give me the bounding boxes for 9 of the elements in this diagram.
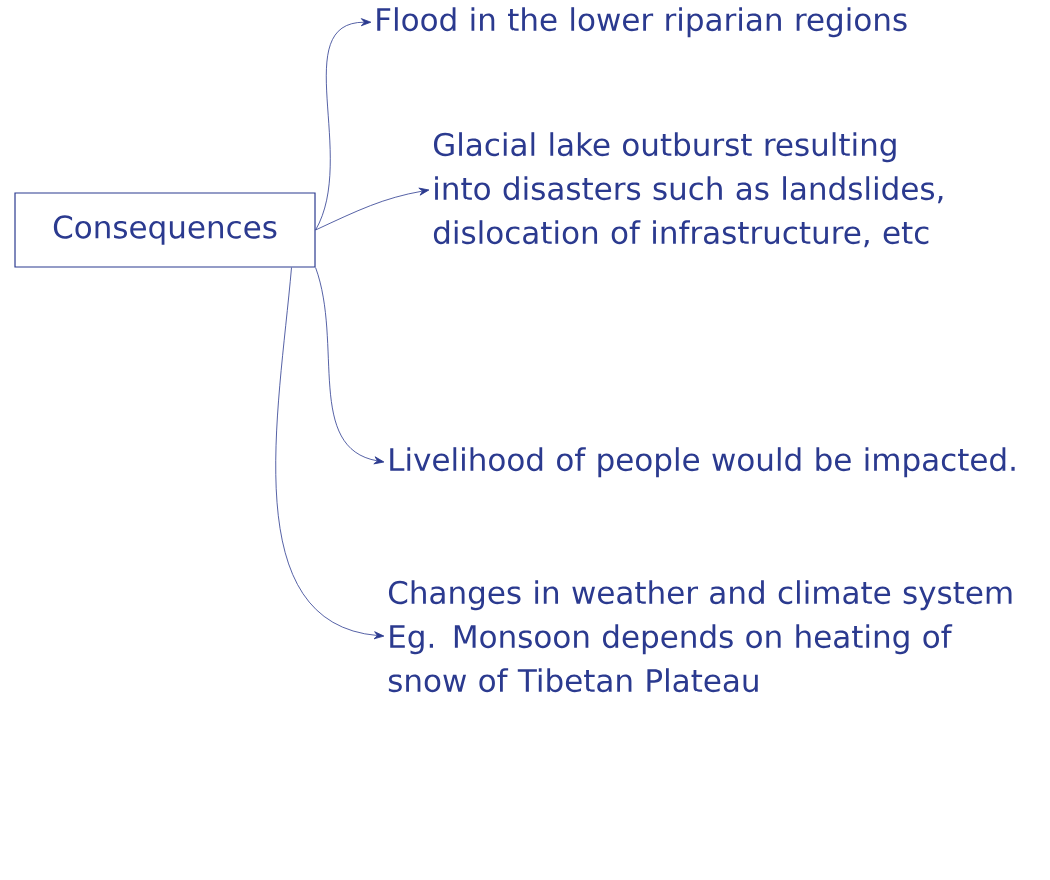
arrow xyxy=(315,187,430,231)
branch-text: Flood in the lower riparian regions xyxy=(377,7,907,38)
arrow xyxy=(275,267,385,640)
arrow xyxy=(315,267,385,465)
branch-text: Changes in weather and climate system Eg. Monsoon depends on heating of snow of Tibetan Plateau xyxy=(388,580,1012,693)
branch-text: Glacial lake outburst resulting into disasters such as landslides, dislocation of infrastructure, etc xyxy=(433,132,943,248)
arrow xyxy=(315,18,372,231)
concept-box: Consequences xyxy=(14,192,316,268)
branch-text: Livelihood of people would be impacted. xyxy=(390,447,1015,478)
